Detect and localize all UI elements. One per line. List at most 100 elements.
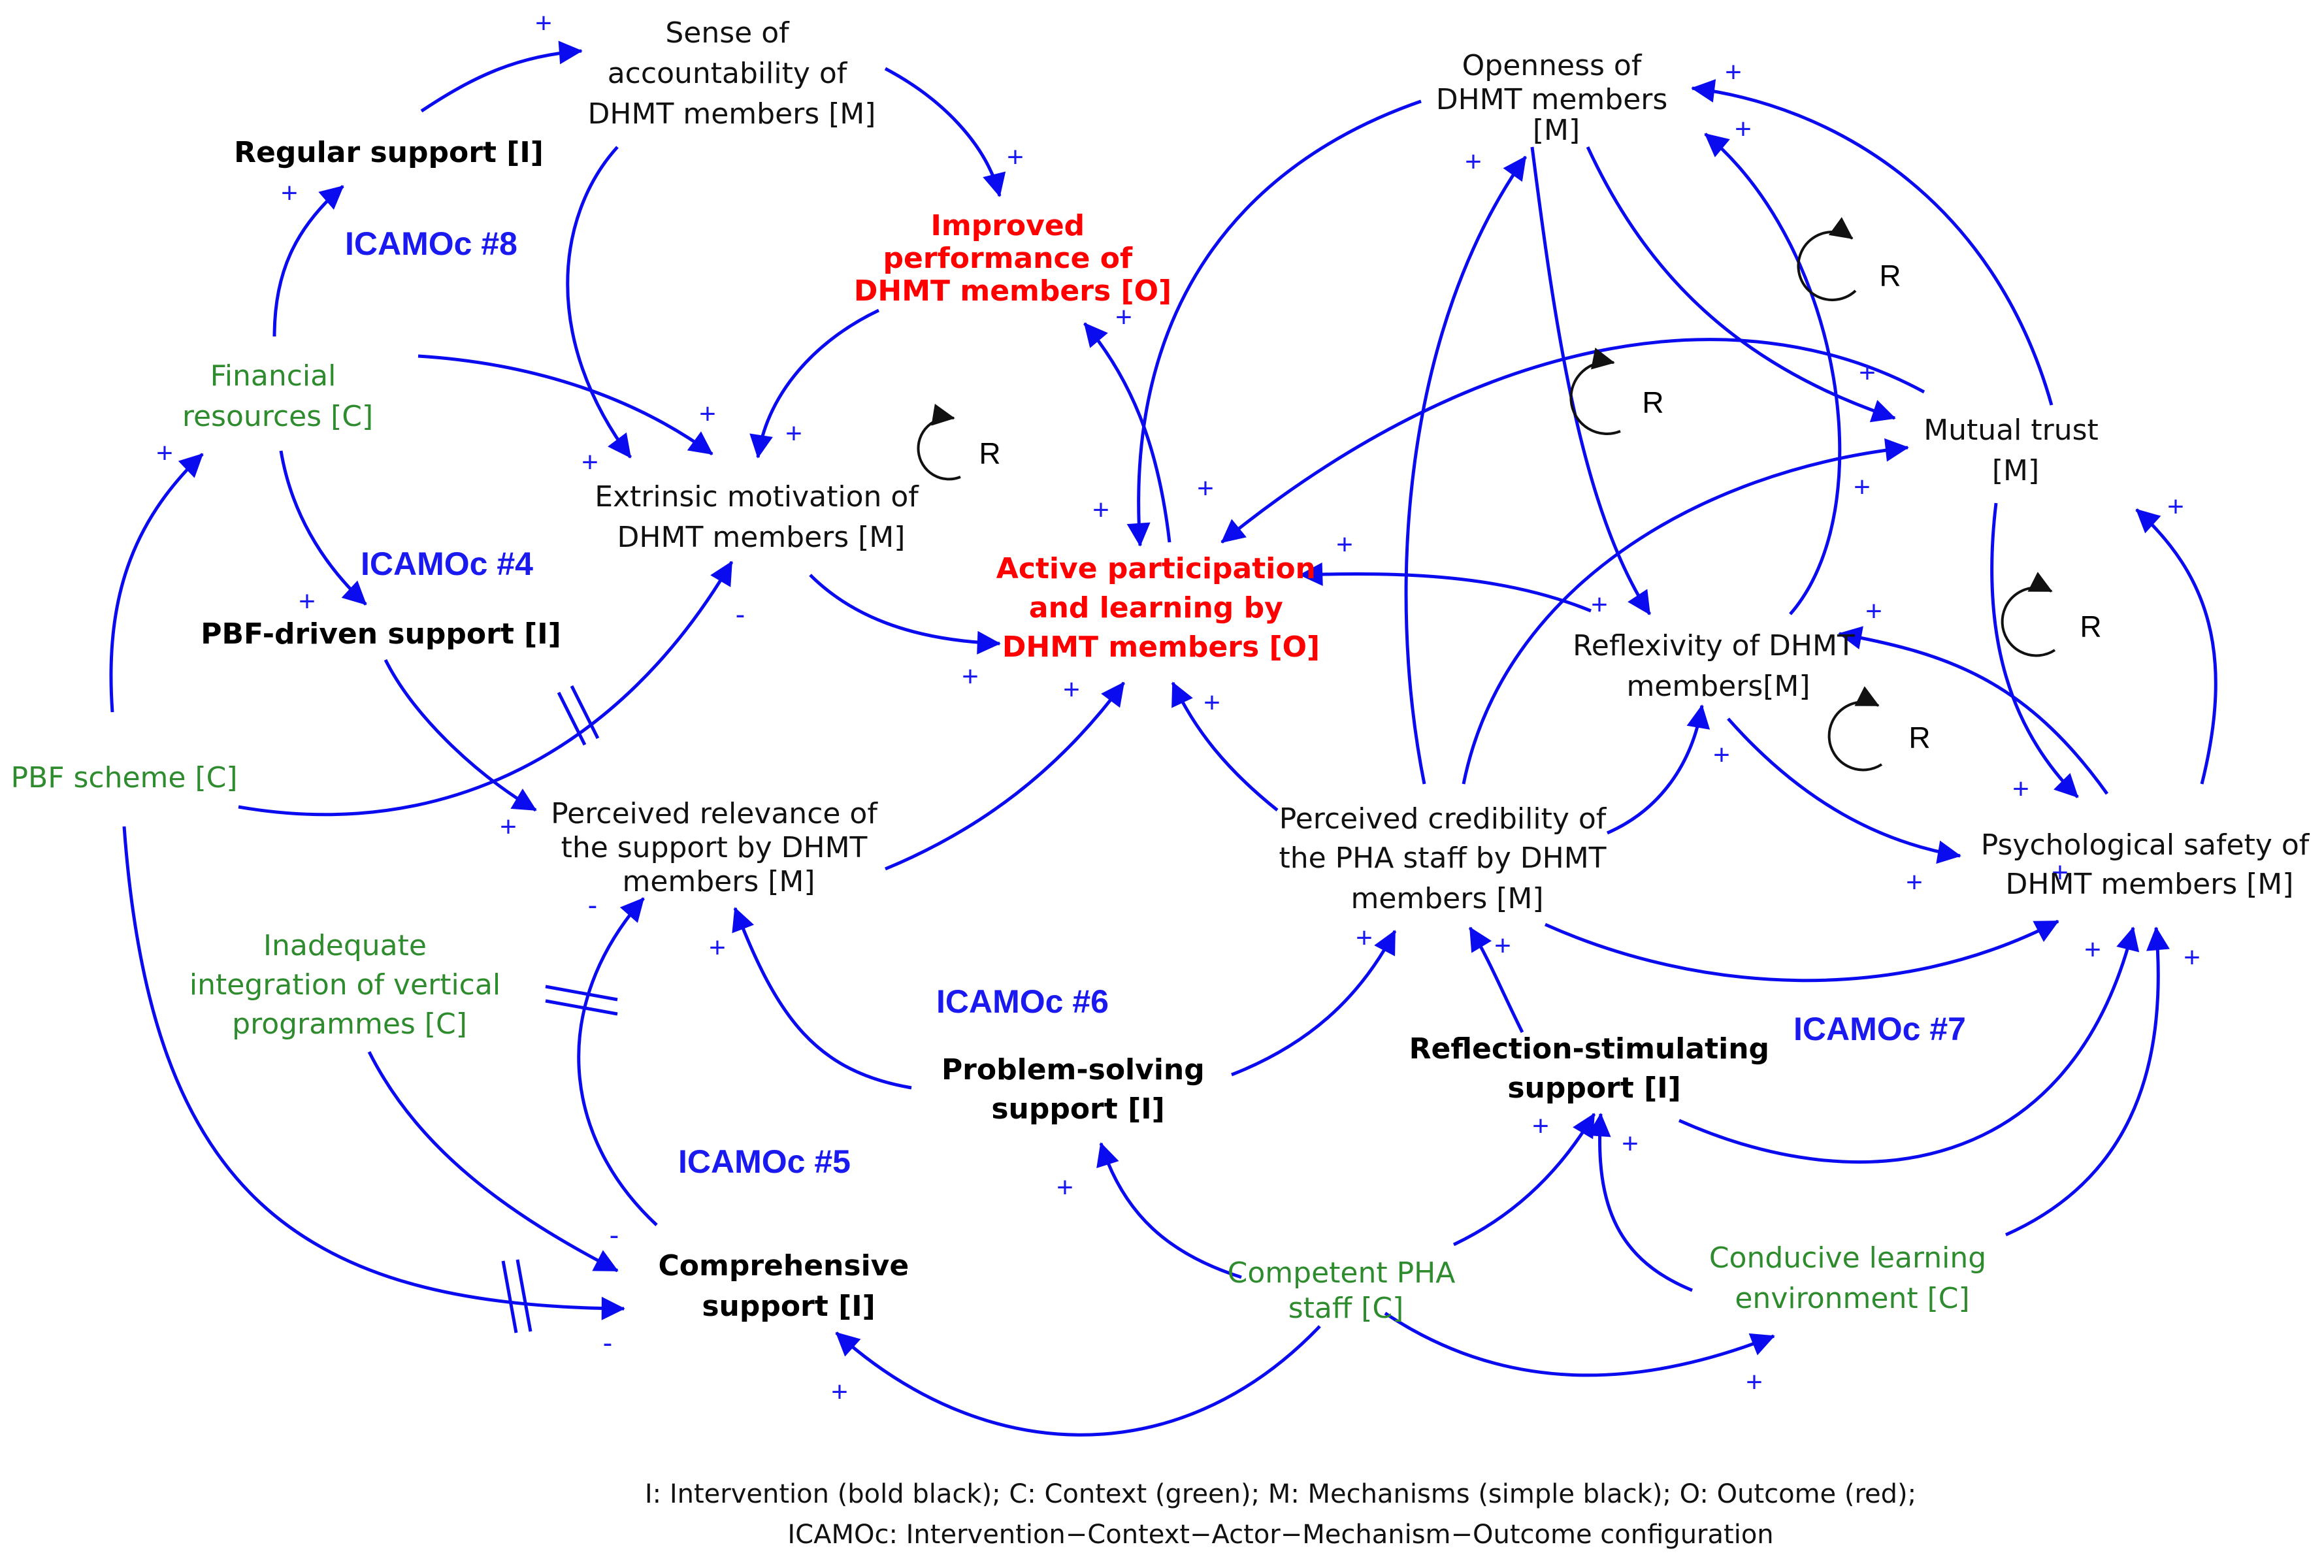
edge-financial-to-pbf-support	[279, 450, 367, 606]
edge-financial-to-regular-support	[272, 185, 344, 337]
config-label-icamoc-4: ICAMOc #4	[361, 546, 533, 582]
edge-reflection-to-psych-safety	[1678, 926, 2140, 1164]
edge-credibility-to-active	[1171, 681, 1279, 811]
polarity-plus: +	[2052, 857, 2069, 889]
edge-psych-safety-to-mutual-trust	[2135, 508, 2218, 785]
edge-relevance-to-active	[885, 681, 1126, 871]
polarity-plus: +	[1063, 674, 1080, 706]
node-pbf-scheme: PBF scheme [C]	[10, 761, 237, 794]
node-conducive-learning-environment: Conducive learning environment [C]	[1709, 1241, 1995, 1315]
edge-credibility-to-mutual-trust	[1462, 438, 1909, 785]
edge-problem-solving-to-credibility	[1231, 930, 1397, 1077]
polarity-plus: +	[1735, 113, 1752, 145]
reinforcing-loop-marker: R	[1827, 686, 1931, 772]
delay-mark	[545, 999, 618, 1016]
edge-pbf-support-to-relevance	[384, 659, 537, 812]
edge-mutual-trust-to-openness	[1691, 79, 2054, 406]
polarity-plus: +	[299, 585, 316, 617]
polarity-plus: +	[1532, 1110, 1549, 1142]
polarity-plus: +	[1465, 146, 1482, 178]
node-regular-support: Regular support [I]	[234, 136, 544, 169]
edge-mutual-trust-to-psych-safety	[1990, 502, 2079, 798]
polarity-plus: +	[699, 398, 716, 430]
polarity-minus: -	[588, 889, 598, 921]
polarity-plus: +	[1591, 589, 1608, 621]
delay-mark	[557, 691, 587, 746]
edge-credibility-to-openness	[1404, 155, 1528, 785]
polarity-plus: +	[581, 446, 598, 478]
config-label-icamoc-5: ICAMOc #5	[678, 1143, 851, 1180]
polarity-plus: +	[1854, 471, 1871, 503]
polarity-plus: +	[1746, 1366, 1763, 1398]
edge-reflexivity-to-active	[1299, 562, 1592, 613]
polarity-plus: +	[1356, 922, 1373, 954]
node-competent-pha-staff: Competent PHA staff [C]	[1228, 1256, 1465, 1325]
node-sense-of-accountability: Sense of accountability of DHMT members …	[588, 16, 876, 131]
reinforcing-loop-marker: R	[2001, 572, 2102, 657]
edge-pbf-scheme-to-financial	[109, 453, 204, 713]
polarity-plus: +	[1859, 357, 1876, 389]
node-problem-solving-support: Problem-solving support [I]	[941, 1053, 1215, 1126]
delay-mark	[516, 1259, 532, 1332]
edge-psych-safety-to-reflexivity	[1838, 626, 2109, 795]
delay-mark	[545, 985, 618, 1002]
polarity-plus: +	[1115, 301, 1132, 333]
polarity-minus: -	[603, 1327, 613, 1359]
edge-extrinsic-motivation-to-active	[809, 574, 1001, 655]
edge-conducive-to-psych-safety	[2005, 926, 2170, 1237]
polarity-plus: +	[1865, 595, 1882, 627]
loop-label: R	[979, 436, 1000, 470]
edges	[109, 41, 2218, 1437]
edge-mutual-trust-to-active	[1220, 338, 1925, 544]
edge-credibility-to-reflexivity	[1606, 704, 1710, 835]
edge-reflexivity-to-openness	[1704, 133, 1842, 615]
loop-label: R	[1642, 385, 1663, 419]
polarity-plus: +	[156, 437, 173, 469]
node-pbf-driven-support: PBF-driven support [I]	[201, 617, 561, 651]
polarity-plus: +	[1092, 494, 1109, 526]
edge-performance-to-extrinsic-motivation	[749, 308, 880, 459]
edge-openness-to-mutual-trust	[1586, 146, 1896, 423]
edge-competent-to-comprehensive	[835, 1325, 1321, 1437]
legend: I: Intervention (bold black); C: Context…	[645, 1479, 1916, 1550]
loop-label: R	[2080, 610, 2101, 644]
node-reflection-stimulating-support: Reflection-stimulating support [I]	[1409, 1032, 1780, 1105]
edge-reflexivity-to-psych-safety	[1727, 717, 1961, 864]
edge-regular-support-to-accountability	[420, 41, 583, 113]
polarity-minus: -	[610, 1219, 619, 1251]
legend-line-1: I: Intervention (bold black); C: Context…	[645, 1479, 1916, 1509]
polarity-plus: +	[709, 932, 726, 964]
polarity-plus: +	[1622, 1128, 1639, 1160]
legend-line-2: ICAMOc: Intervention−Context−Actor−Mecha…	[787, 1520, 1773, 1550]
polarity-plus: +	[1494, 930, 1511, 962]
loop-label: R	[1908, 721, 1930, 755]
edge-pbf-scheme-to-extrinsic-motivation	[238, 561, 734, 817]
delay-marks	[501, 685, 618, 1333]
edge-conducive-to-reflection	[1587, 1113, 1693, 1292]
node-mutual-trust: Mutual trust [M]	[1923, 414, 2108, 487]
reinforcing-loop-marker: R	[1569, 348, 1664, 435]
config-label-icamoc-7: ICAMOc #7	[1793, 1011, 1966, 1047]
node-perceived-relevance: Perceived relevance of the support by DH…	[551, 797, 887, 898]
loop-label: R	[1879, 259, 1901, 293]
config-label-icamoc-8: ICAMOc #8	[345, 225, 517, 262]
polarity-plus: +	[831, 1376, 848, 1408]
delay-mark	[570, 685, 600, 740]
edge-pbf-scheme-to-comprehensive	[122, 826, 625, 1320]
reinforcing-loop-marker: R	[917, 404, 1001, 481]
edge-reflection-to-credibility	[1468, 926, 1524, 1034]
node-perceived-credibility: Perceived credibility of the PHA staff b…	[1279, 802, 1615, 915]
node-openness: Openness of DHMT members [M]	[1436, 49, 1677, 147]
edge-credibility-to-psych-safety	[1544, 919, 2059, 983]
node-comprehensive-support: Comprehensive support [I]	[658, 1249, 919, 1323]
loop-symbols: R R R R R	[917, 217, 2102, 772]
polarity-plus: +	[2012, 773, 2029, 805]
node-active-participation: Active participation and learning by DHM…	[996, 552, 1326, 664]
polarity-plus: +	[785, 417, 802, 449]
polarity-plus: +	[2167, 491, 2184, 523]
config-label-icamoc-6: ICAMOc #6	[936, 983, 1109, 1020]
polarity-plus: +	[1336, 529, 1353, 561]
polarity-minus: -	[736, 598, 745, 630]
node-financial-resources: Financial resources [C]	[182, 359, 373, 433]
